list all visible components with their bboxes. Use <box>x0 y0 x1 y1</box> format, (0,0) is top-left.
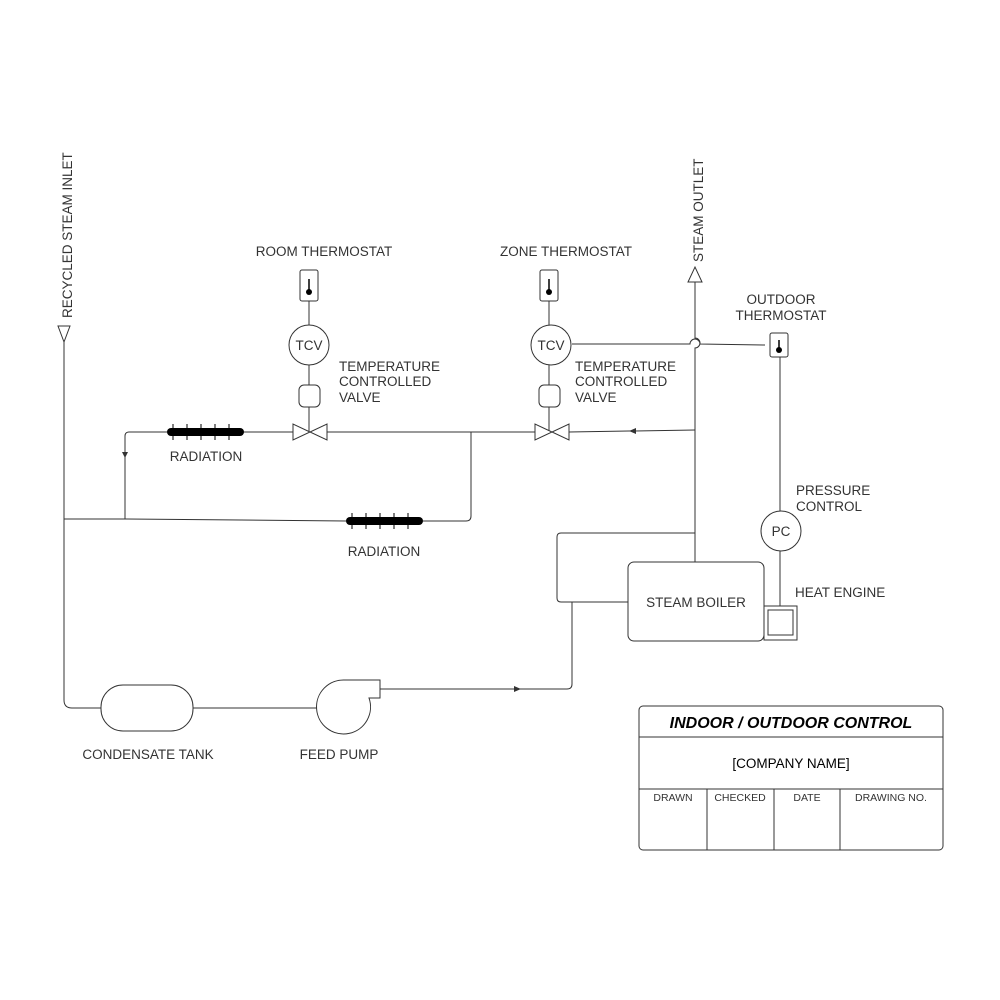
date-field: DATE <box>793 792 820 804</box>
pressure-control-label-1: PRESSURE <box>796 483 870 498</box>
actuator-right <box>538 384 561 408</box>
arrow-right-icon <box>514 686 521 692</box>
company-name: [COMPANY NAME] <box>732 756 849 771</box>
condensate-tank <box>100 684 194 732</box>
flow-arrows <box>122 428 636 711</box>
zone-thermostat <box>539 269 559 302</box>
radiator-upper <box>167 424 244 440</box>
checked-field: CHECKED <box>714 792 766 804</box>
heat-engine-inner <box>767 609 794 636</box>
control-line-zone <box>572 338 766 346</box>
tcv-left-desc-1: TEMPERATURE <box>339 359 440 374</box>
pc-circle <box>760 510 802 552</box>
drawing-no-field: DRAWING NO. <box>855 792 927 804</box>
pressure-control-label-2: CONTROL <box>796 499 862 514</box>
actuator-left <box>298 384 321 408</box>
outdoor-thermostat <box>769 332 789 358</box>
inlet-return-pipe <box>63 342 102 709</box>
tcv-left-label: TCV <box>296 338 323 353</box>
room-thermostat <box>299 269 319 302</box>
steam-boiler <box>627 561 765 642</box>
outdoor-thermostat-label-2: THERMOSTAT <box>736 308 827 323</box>
title-block: INDOOR / OUTDOOR CONTROL [COMPANY NAME] … <box>638 705 944 851</box>
tcv-right-label: TCV <box>538 338 565 353</box>
radiator-lower <box>346 513 423 529</box>
lower-radiation-feed-pipe <box>124 518 347 522</box>
drawing-title: INDOOR / OUTDOOR CONTROL <box>670 715 913 732</box>
tcv-right-desc-3: VALVE <box>575 390 617 405</box>
steam-boiler-label: STEAM BOILER <box>646 595 746 610</box>
zone-thermostat-label: ZONE THERMOSTAT <box>500 244 632 259</box>
pump-icon <box>316 679 381 735</box>
piping <box>63 282 781 709</box>
drawn-field: DRAWN <box>653 792 692 804</box>
valve-left-icon <box>292 423 312 441</box>
feed-pipe <box>380 602 573 690</box>
arrow-left-icon <box>629 428 636 434</box>
steam-outlet-label: STEAM OUTLET <box>691 158 706 262</box>
pc-label: PC <box>772 524 791 539</box>
outdoor-thermostat-label-1: OUTDOOR <box>747 292 816 307</box>
condensate-tank-label: CONDENSATE TANK <box>82 747 213 762</box>
steam-outlet-riser <box>694 282 701 562</box>
tcv-left-desc-3: VALVE <box>339 390 381 405</box>
tcv-left-desc-2: CONTROLLED <box>339 374 432 389</box>
inlet-terminal-icon <box>57 325 71 344</box>
tcv-right-circle <box>530 324 572 366</box>
feed-pump-label: FEED PUMP <box>300 747 379 762</box>
radiation-lower-label: RADIATION <box>348 544 421 559</box>
recycled-steam-inlet-label: RECYCLED STEAM INLET <box>60 152 75 318</box>
arrow-down-icon <box>122 452 128 458</box>
outlet-terminal-icon <box>687 265 703 283</box>
feed-pump <box>316 679 381 735</box>
heat-engine-label: HEAT ENGINE <box>795 585 885 600</box>
valve-right-icon <box>534 423 554 441</box>
room-thermostat-label: ROOM THERMOSTAT <box>256 244 393 259</box>
tcv-left-circle <box>288 324 330 366</box>
upper-radiation-return-pipe <box>124 431 167 519</box>
tcv-right-desc-2: CONTROLLED <box>575 374 668 389</box>
title-block-frame <box>638 705 944 851</box>
boiler-bypass-pipe <box>556 532 695 603</box>
tcv-right-desc-1: TEMPERATURE <box>575 359 676 374</box>
radiation-upper-label: RADIATION <box>170 449 243 464</box>
lower-radiation-return-pipe <box>423 432 472 522</box>
